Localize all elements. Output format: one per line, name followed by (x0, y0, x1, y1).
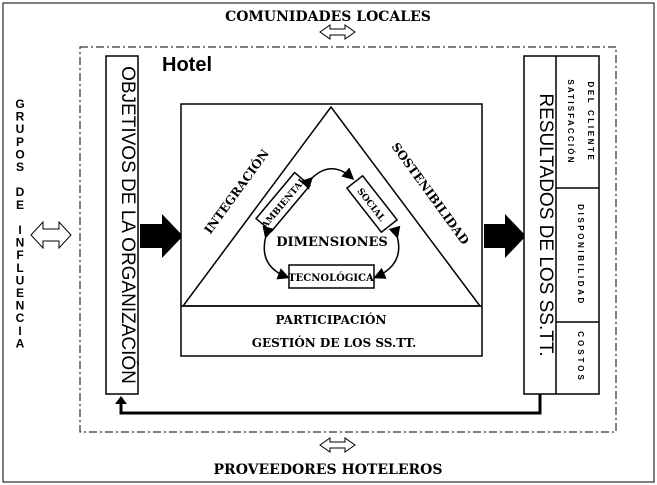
feedback-arrow-head-icon (115, 396, 127, 404)
cycle-arrow-right (373, 225, 401, 279)
cell-availability: DISPONIBILIDAD (576, 204, 585, 306)
top-double-arrow-icon (319, 24, 356, 40)
bottom-label-suppliers: PROVEEDORES HOTELEROS (214, 462, 443, 478)
cell-costs: COSTOS (576, 331, 585, 383)
left-double-arrow-icon (30, 220, 72, 250)
cell-satisfaction-line2: DEL CLIENTE (586, 82, 595, 163)
feedback-loop-arrow (119, 394, 542, 415)
objectives-box (105, 55, 139, 395)
bottom-double-arrow-icon (319, 437, 356, 453)
dimensions-label: DIMENSIONES (276, 235, 388, 250)
cycle-arrow-left (262, 225, 290, 280)
node-tecnologica-label: TECNOLÓGICA (288, 272, 374, 284)
hotel-label: Hotel (162, 54, 212, 76)
participation-label: PARTICIPACIÓN (276, 311, 387, 327)
hotel-boundary (79, 46, 617, 433)
results-text: RESULTADOS DE LOS SS.TT. (535, 93, 556, 356)
objectives-text: OBJETIVOS DE LA ORGANIZACIÓN (117, 66, 139, 384)
input-arrow-icon (140, 214, 183, 258)
cycle-arrow-top (300, 167, 355, 190)
management-label: GESTIÓN DE LOS SS.TT. (252, 334, 417, 350)
results-box (523, 55, 600, 395)
cell-satisfaction-line1: SATISFACCIÓN (566, 79, 575, 164)
top-label-communities: COMUNIDADES LOCALES (225, 9, 431, 25)
output-arrow-icon (484, 214, 526, 258)
